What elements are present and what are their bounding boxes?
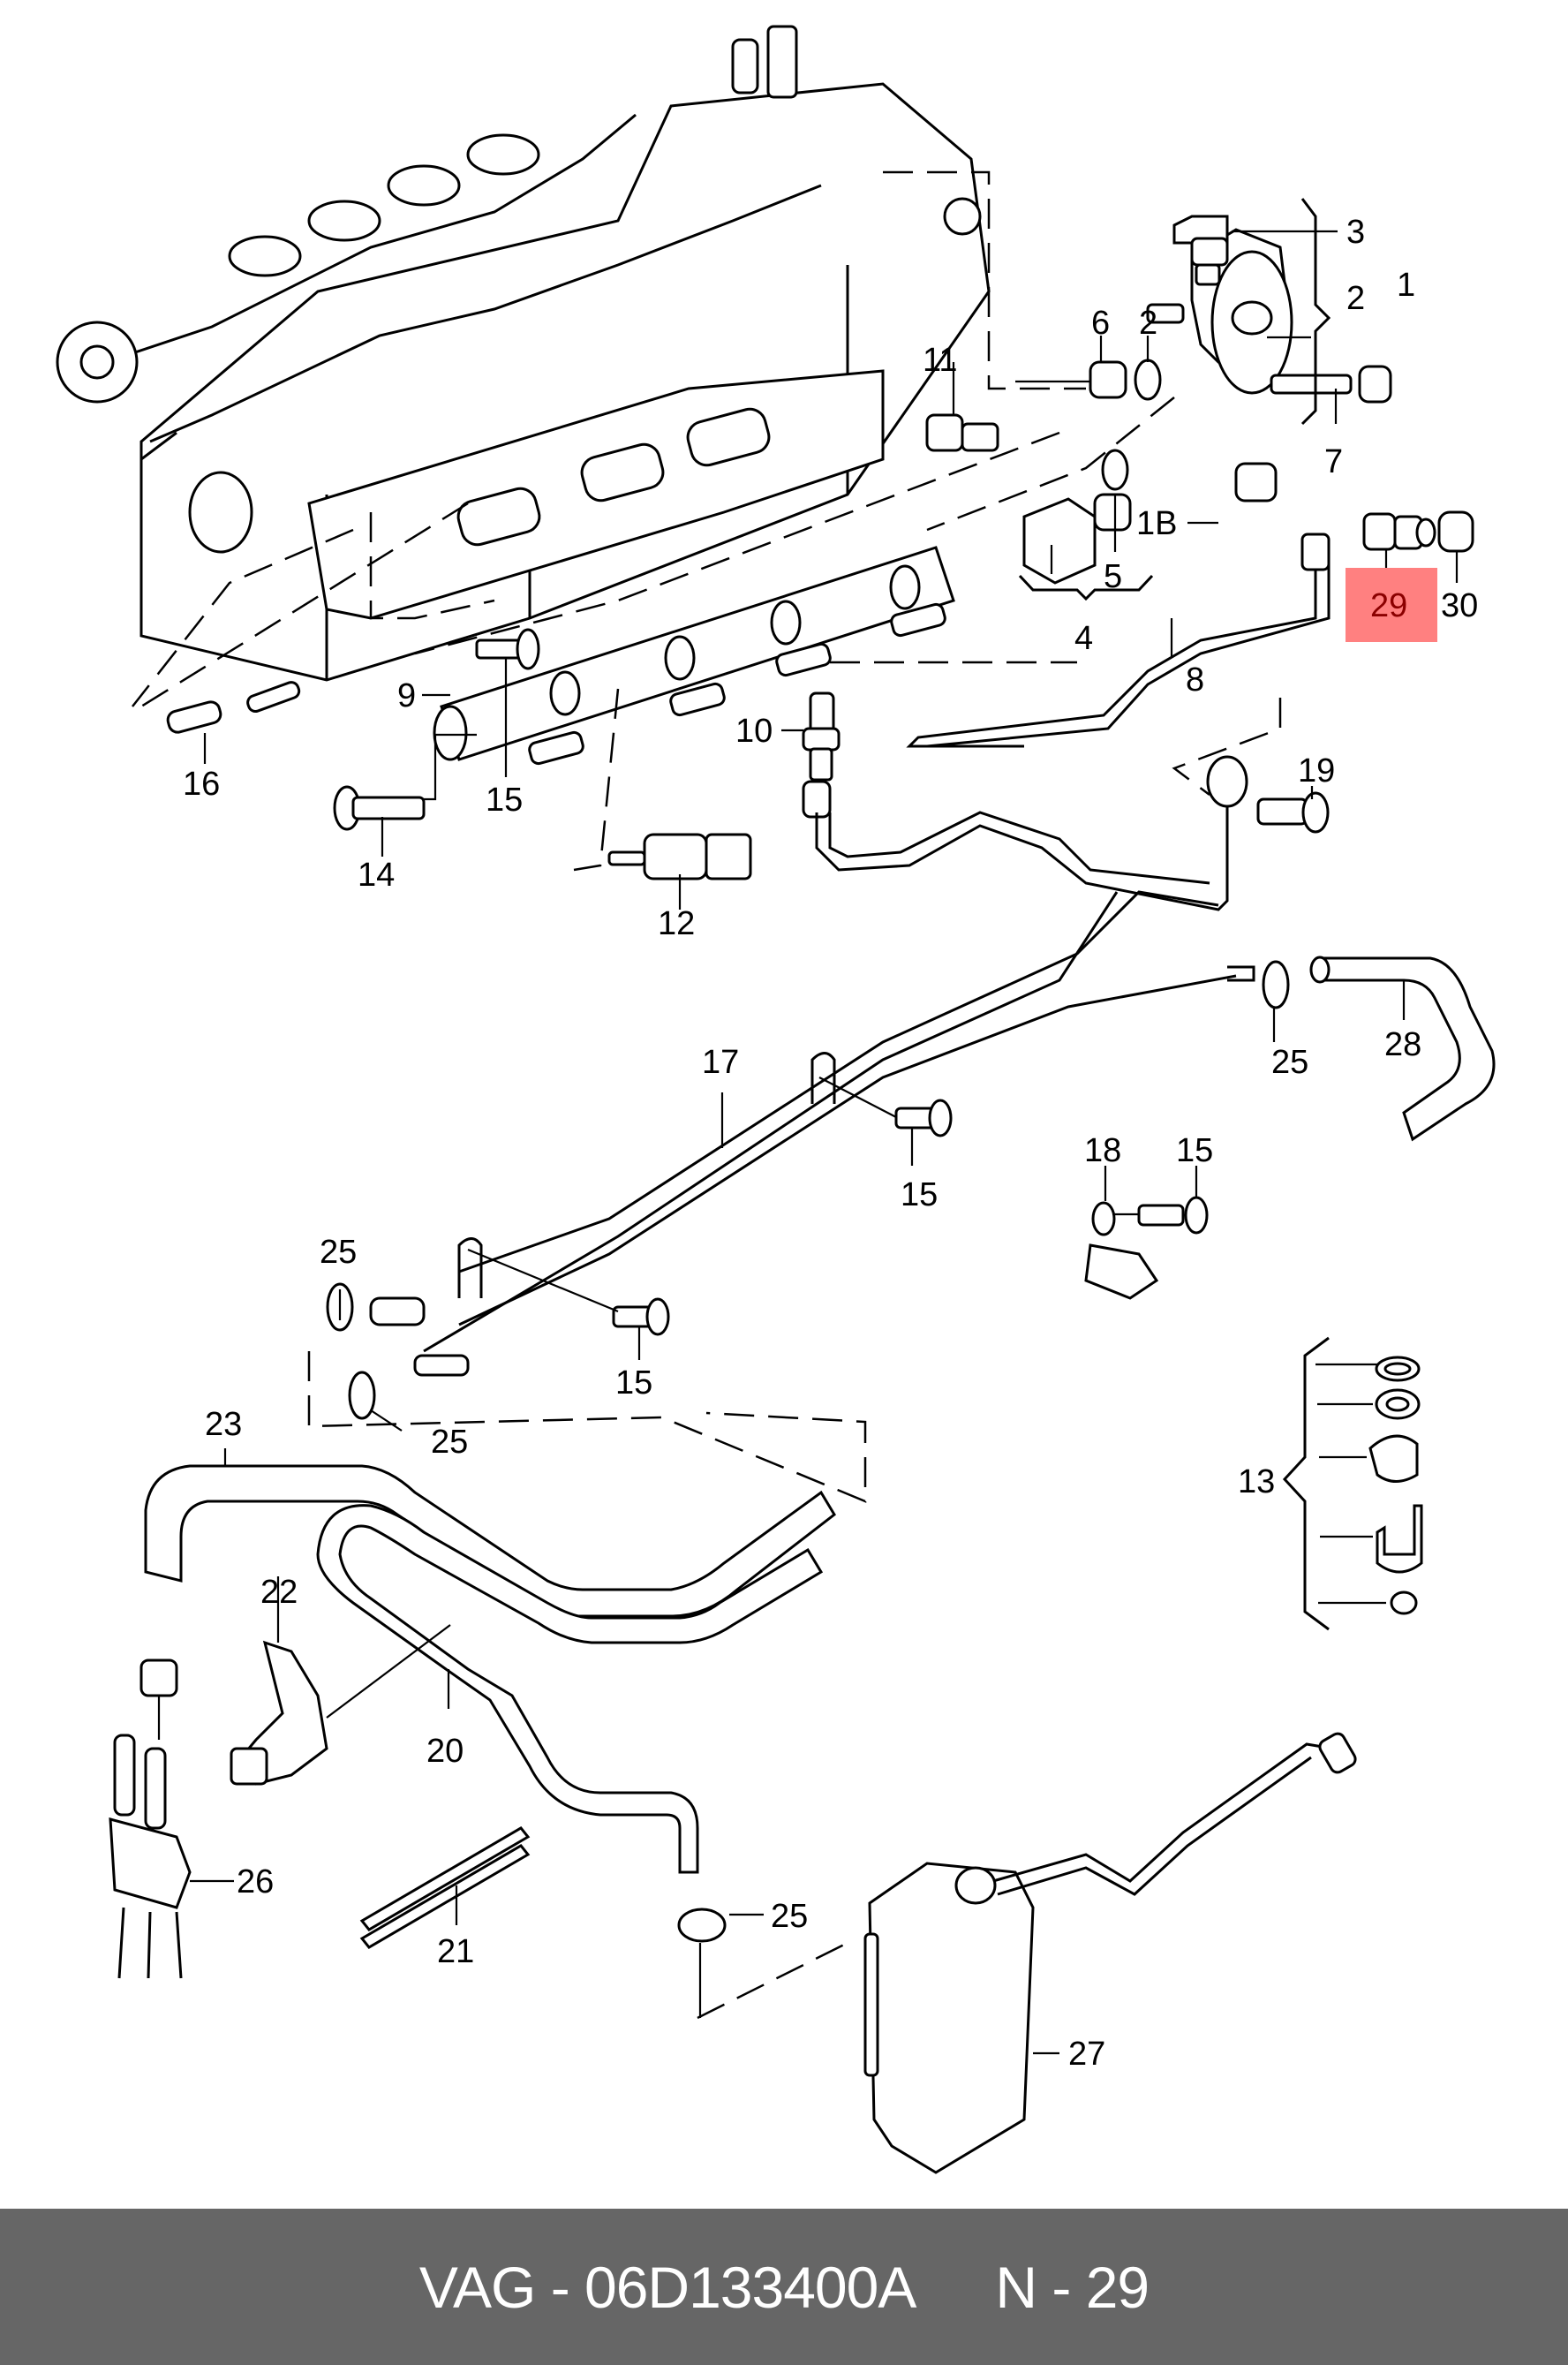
fuel-line-17-b [458, 974, 1237, 1326]
callout-22[interactable]: 22 [260, 1574, 298, 1611]
callout-25-bottom[interactable]: 25 [771, 1898, 808, 1935]
callout-20[interactable]: 20 [426, 1733, 464, 1770]
sensor-10 [802, 691, 841, 819]
callout-16[interactable]: 16 [183, 766, 220, 803]
callout-18[interactable]: 18 [1084, 1132, 1121, 1169]
callout-15-lower[interactable]: 15 [615, 1364, 652, 1402]
callout-26[interactable]: 26 [237, 1863, 274, 1900]
callout-6[interactable]: 6 [1091, 305, 1110, 342]
part-16-injector-seal [166, 681, 301, 734]
callout-5[interactable]: 5 [1104, 558, 1122, 595]
callout-25-right[interactable]: 25 [1271, 1044, 1308, 1081]
callout-17[interactable]: 17 [702, 1044, 739, 1081]
callout-23[interactable]: 23 [205, 1406, 242, 1443]
callout-2-bracket[interactable]: 2 [1346, 280, 1365, 317]
position-prefix: N [995, 2254, 1037, 2320]
bolt-15-bracket-18 [1137, 1196, 1209, 1235]
fuel-line-17-end [1227, 965, 1255, 982]
bracket-17b [457, 1237, 483, 1298]
hose-20 [316, 1504, 824, 1874]
callout-30[interactable]: 30 [1441, 587, 1478, 624]
leader-lines [157, 198, 1459, 2055]
assembly-dash-lines [132, 170, 1282, 2020]
separator-dash-2: - [1052, 2254, 1071, 2320]
bolt-15-line-a [894, 1099, 953, 1137]
callout-10[interactable]: 10 [735, 713, 773, 750]
fuel-rail [433, 546, 955, 766]
carbon-canister-27 [863, 1732, 1357, 2174]
bracket-17a [810, 1052, 836, 1104]
position-number: 29 [1085, 2254, 1150, 2320]
banjo-fitting-19 [1206, 755, 1330, 834]
hose-23 [139, 1464, 836, 1697]
callout-28[interactable]: 28 [1384, 1026, 1421, 1063]
bracket-18 [1084, 1201, 1159, 1300]
callout-3[interactable]: 3 [1346, 214, 1365, 251]
callout-25-left-upper[interactable]: 25 [320, 1234, 357, 1271]
fuel-line-17 [458, 890, 1219, 1273]
callout-labels: 3 1 2 6 2 7 11 1B 5 4 29 30 8 9 10 16 15… [183, 214, 1478, 2073]
callout-15-bracket[interactable]: 15 [1176, 1132, 1213, 1169]
part-13-group [1282, 1336, 1423, 1631]
connector-26 [109, 1734, 192, 1979]
callout-4[interactable]: 4 [1074, 620, 1093, 657]
sensor-12 [607, 833, 752, 880]
callout-25-left-lower[interactable]: 25 [431, 1424, 468, 1461]
callout-2-seal[interactable]: 2 [1139, 305, 1157, 342]
footer-space-3 [1037, 2254, 1052, 2321]
footer-space-4 [1070, 2254, 1085, 2321]
fuel-line-upper-2 [828, 811, 1210, 885]
hose-28 [1309, 956, 1496, 1142]
callout-1b[interactable]: 1B [1136, 505, 1177, 542]
part-footer-bar: VAG - 06D133400A N - 29 [0, 2209, 1568, 2365]
pipe-8-inner [926, 548, 1331, 748]
part-29-pipe-union [1362, 512, 1436, 551]
clamp-25-c [1262, 960, 1290, 1009]
pipe-8 [906, 548, 1317, 748]
highlight-box-29 [1346, 568, 1437, 642]
cable-tie-21 [359, 1826, 531, 1949]
callout-29[interactable]: 29 [1370, 587, 1407, 624]
brand-label: VAG [418, 2254, 536, 2320]
footer-space-2 [569, 2254, 584, 2321]
callout-13[interactable]: 13 [1238, 1463, 1275, 1500]
bolt-15-line-b [612, 1297, 670, 1336]
clip-22 [230, 1640, 328, 1786]
fuel-line-17-c [423, 891, 1119, 1353]
callout-27[interactable]: 27 [1068, 2036, 1105, 2073]
bolt-15-rail [475, 628, 540, 670]
fuel-line-upper [815, 795, 1229, 911]
separator-dash-1: - [550, 2254, 570, 2320]
line-17-connectors [369, 1296, 470, 1377]
callout-12[interactable]: 12 [658, 905, 695, 942]
callout-19[interactable]: 19 [1298, 752, 1335, 790]
high-pressure-pump [1022, 215, 1392, 585]
callout-1[interactable]: 1 [1397, 267, 1415, 304]
callout-15-rail[interactable]: 15 [486, 782, 523, 819]
callout-9[interactable]: 9 [397, 677, 416, 714]
callout-8[interactable]: 8 [1186, 661, 1204, 699]
clamp-25-d [677, 1908, 727, 1943]
callout-14[interactable]: 14 [358, 857, 395, 894]
footer-separator-1 [535, 2254, 550, 2321]
callout-11[interactable]: 11 [923, 342, 957, 379]
part-30-cap-nut [1437, 510, 1474, 553]
part-number: 06D133400A [584, 2254, 916, 2320]
sensor-11 [925, 413, 999, 452]
callout-15-mid[interactable]: 15 [901, 1176, 938, 1213]
clamp-25-b [348, 1371, 376, 1420]
bolt-14 [333, 785, 426, 831]
callout-7[interactable]: 7 [1324, 443, 1343, 480]
callout-21[interactable]: 21 [437, 1933, 474, 1970]
parts-diagram: 3 1 2 6 2 7 11 1B 5 4 29 30 8 9 10 16 15… [56, 25, 1496, 2174]
